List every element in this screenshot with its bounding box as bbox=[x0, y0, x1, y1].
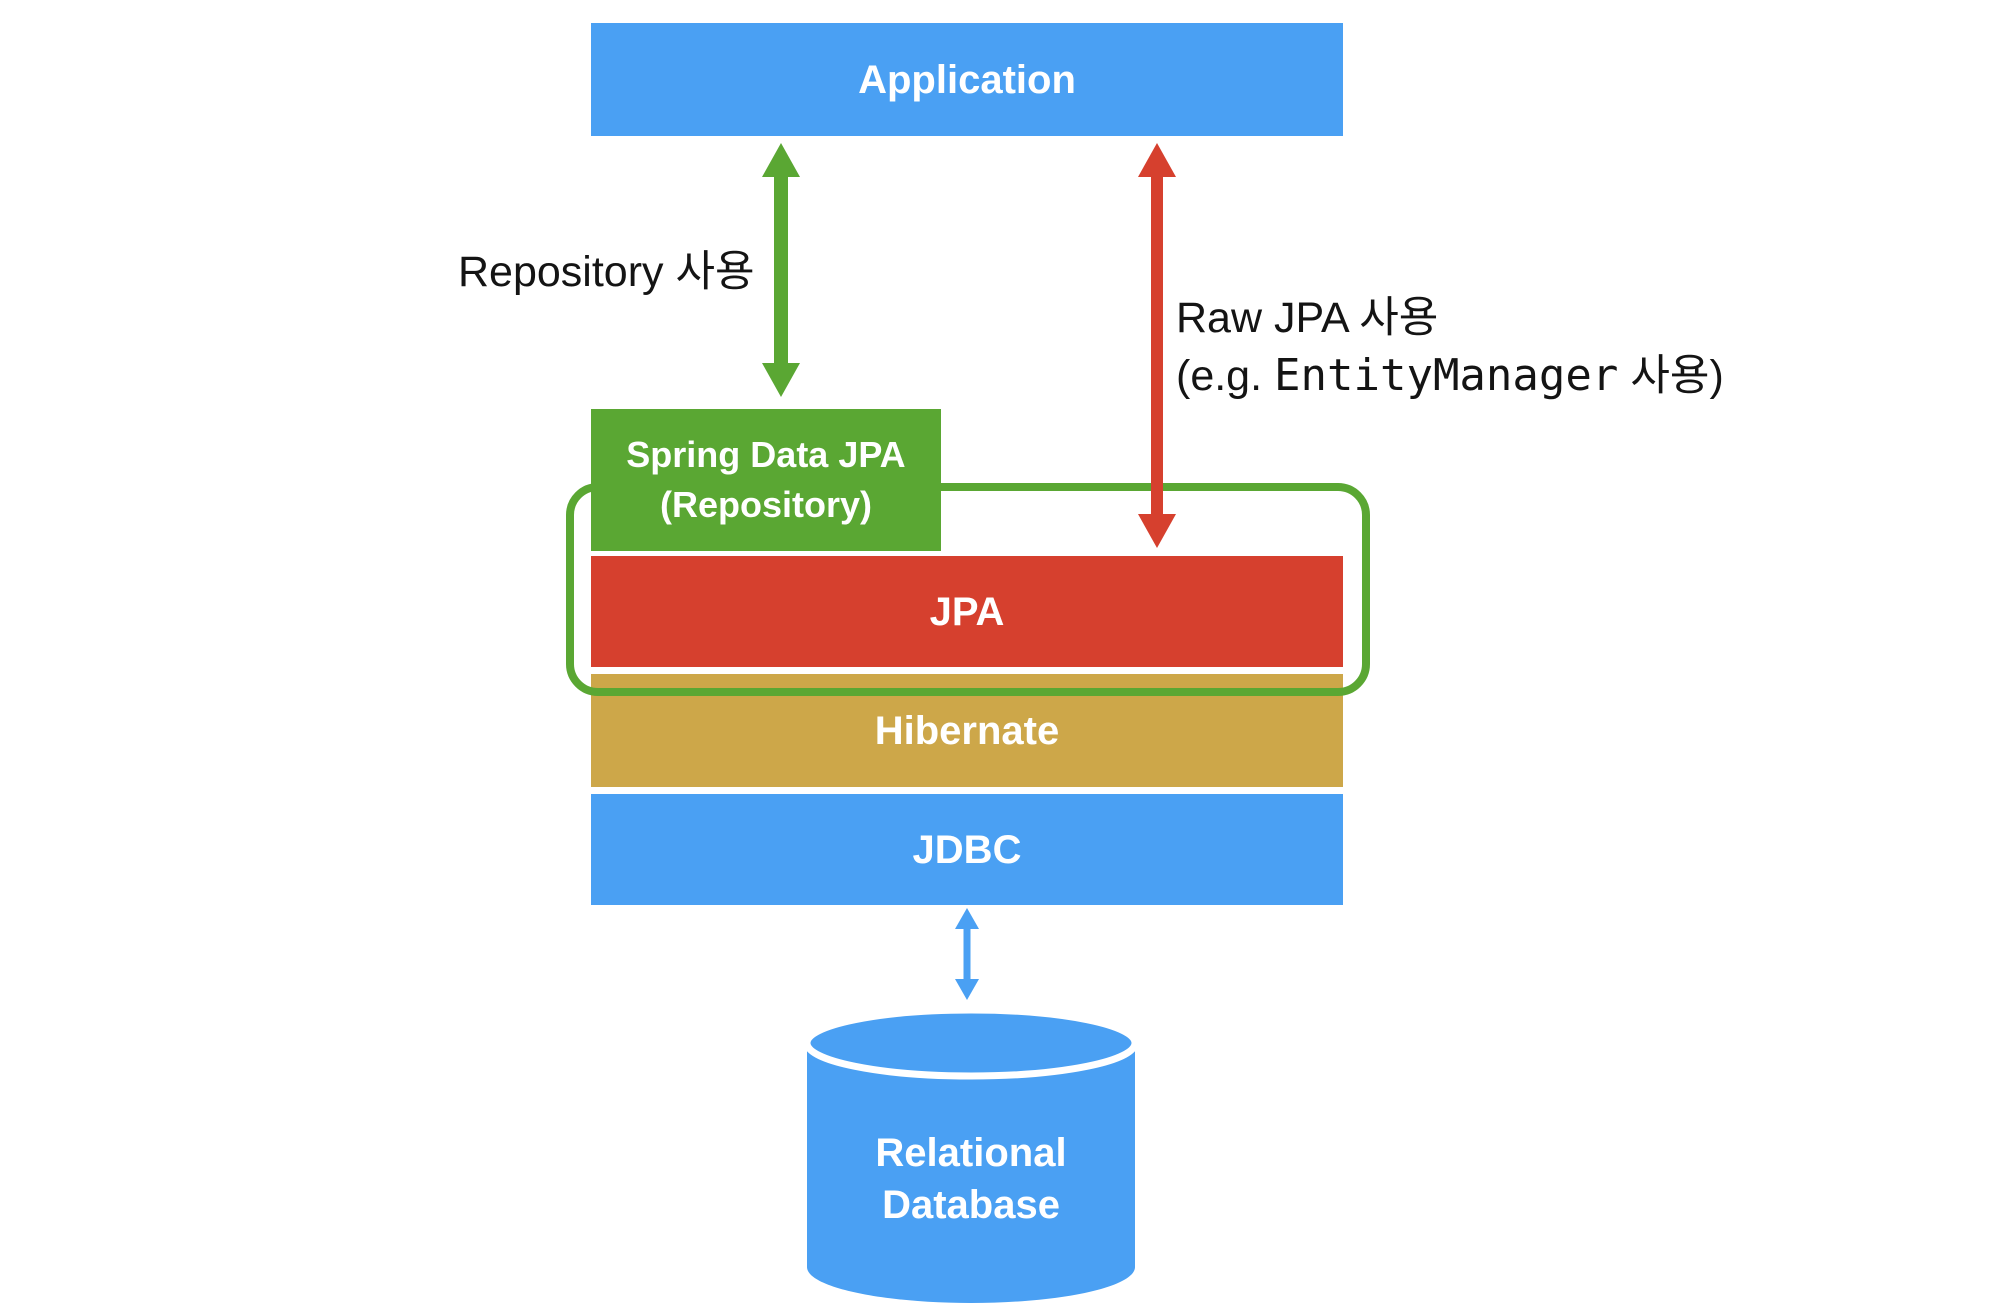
jdbc-label: JDBC bbox=[912, 827, 1022, 872]
spring-data-jpa-label-line2: (Repository) bbox=[659, 484, 872, 525]
database-cylinder-top bbox=[805, 1006, 1137, 1080]
raw-jpa-line2-prefix: (e.g. bbox=[1176, 352, 1274, 400]
raw-jpa-line2-suffix: 사용) bbox=[1618, 352, 1724, 400]
repository-usage-arrow bbox=[762, 143, 800, 397]
jdbc-database-arrow bbox=[955, 908, 979, 1000]
raw-jpa-usage-arrow bbox=[1138, 143, 1176, 548]
jdbc-database-arrow-shape bbox=[955, 908, 979, 1000]
hibernate-label: Hibernate bbox=[874, 708, 1060, 753]
database-label: Relational Database bbox=[805, 1127, 1137, 1231]
spring-data-jpa-label-line1: Spring Data JPA bbox=[626, 434, 906, 475]
raw-jpa-usage-line2: (e.g. EntityManager 사용) bbox=[1176, 347, 1724, 405]
database-cylinder bbox=[805, 1006, 1137, 1303]
repository-usage-arrow-shape bbox=[762, 143, 800, 397]
jpa-label: JPA bbox=[929, 589, 1005, 634]
entitymanager-code-text: EntityManager bbox=[1274, 350, 1619, 401]
database-label-line2: Database bbox=[882, 1183, 1060, 1227]
database-cylinder-body bbox=[807, 1043, 1135, 1303]
raw-jpa-usage-line1: Raw JPA 사용 bbox=[1176, 294, 1439, 342]
spring-data-jpa-box: Spring Data JPA (Repository) bbox=[591, 409, 941, 551]
raw-jpa-usage-arrow-shape bbox=[1138, 143, 1176, 548]
application-box: Application bbox=[591, 23, 1343, 136]
jpa-box: JPA bbox=[591, 556, 1343, 667]
database-label-line1: Relational bbox=[875, 1131, 1067, 1175]
jpa-group-outline bbox=[566, 483, 1370, 696]
application-label: Application bbox=[858, 57, 1076, 102]
jdbc-box: JDBC bbox=[591, 794, 1343, 905]
repository-usage-label: Repository 사용 bbox=[458, 248, 755, 296]
raw-jpa-usage-label: Raw JPA 사용 (e.g. EntityManager 사용) bbox=[1176, 289, 1724, 405]
